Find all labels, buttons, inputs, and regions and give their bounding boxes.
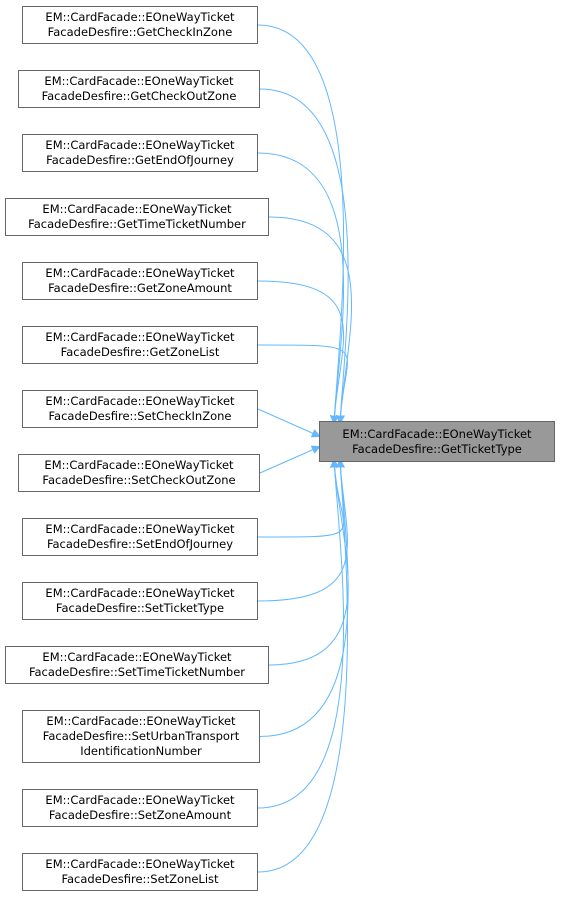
caller-label-line: FacadeDesfire::GetTimeTicketNumber xyxy=(28,217,246,231)
caller-label-line: FacadeDesfire::GetZoneList xyxy=(60,345,220,359)
caller-label-line: FacadeDesfire::SetEndOfJourney xyxy=(46,537,234,551)
call-edge-arrow xyxy=(268,216,352,425)
caller-label-line: EM::CardFacade::EOneWayTicket xyxy=(44,458,234,472)
call-edge-arrow xyxy=(257,24,345,425)
call-edge-arrow xyxy=(257,458,345,809)
target-node-get-ticket-type: EM::CardFacade::EOneWayTicket FacadeDesf… xyxy=(319,421,555,462)
caller-label-line: EM::CardFacade::EOneWayTicket xyxy=(45,586,235,600)
caller-label-line: EM::CardFacade::EOneWayTicket xyxy=(45,266,235,280)
caller-label-line: EM::CardFacade::EOneWayTicket xyxy=(45,138,235,152)
call-edge-arrow xyxy=(257,280,345,425)
call-edge-arrow xyxy=(257,408,321,438)
caller-label-line: EM::CardFacade::EOneWayTicket xyxy=(42,650,232,664)
caller-node-get-end-of-journey[interactable]: EM::CardFacade::EOneWayTicket FacadeDesf… xyxy=(22,134,258,172)
caller-label-line: FacadeDesfire::SetUrbanTransport xyxy=(42,729,240,743)
caller-label-line: FacadeDesfire::SetZoneAmount xyxy=(48,808,232,822)
call-edge-arrow xyxy=(259,88,349,425)
caller-label-line: EM::CardFacade::EOneWayTicket xyxy=(45,10,235,24)
caller-label-line: FacadeDesfire::GetZoneAmount xyxy=(48,281,232,295)
caller-label-line: EM::CardFacade::EOneWayTicket xyxy=(46,714,236,728)
caller-node-get-zone-list[interactable]: EM::CardFacade::EOneWayTicket FacadeDesf… xyxy=(22,326,258,364)
caller-label-line: EM::CardFacade::EOneWayTicket xyxy=(45,857,235,871)
caller-label-line: FacadeDesfire::GetCheckOutZone xyxy=(41,89,237,103)
caller-label-line: FacadeDesfire::SetZoneList xyxy=(61,872,219,886)
caller-node-set-time-ticket-number[interactable]: EM::CardFacade::EOneWayTicket FacadeDesf… xyxy=(5,646,269,684)
caller-label-line: EM::CardFacade::EOneWayTicket xyxy=(45,793,235,807)
call-edge-arrow xyxy=(259,445,321,474)
call-edge-arrow xyxy=(257,458,348,873)
call-edge-arrow xyxy=(259,458,349,737)
call-edge-arrow xyxy=(257,458,348,602)
caller-node-set-check-out-zone[interactable]: EM::CardFacade::EOneWayTicket FacadeDesf… xyxy=(18,454,260,492)
caller-node-set-zone-list[interactable]: EM::CardFacade::EOneWayTicket FacadeDesf… xyxy=(22,853,258,891)
caller-label-line: EM::CardFacade::EOneWayTicket xyxy=(42,202,232,216)
caller-node-set-zone-amount[interactable]: EM::CardFacade::EOneWayTicket FacadeDesf… xyxy=(22,789,258,827)
caller-label-line: FacadeDesfire::GetCheckInZone xyxy=(47,25,233,39)
caller-label-line: IdentificationNumber xyxy=(80,744,202,758)
caller-node-get-check-out-zone[interactable]: EM::CardFacade::EOneWayTicket FacadeDesf… xyxy=(18,70,260,108)
caller-label-line: EM::CardFacade::EOneWayTicket xyxy=(45,394,235,408)
call-edge-arrow xyxy=(257,344,348,425)
caller-node-set-check-in-zone[interactable]: EM::CardFacade::EOneWayTicket FacadeDesf… xyxy=(22,390,258,428)
caller-node-set-urban-transport-identification-number[interactable]: EM::CardFacade::EOneWayTicket FacadeDesf… xyxy=(22,710,260,763)
caller-label-line: EM::CardFacade::EOneWayTicket xyxy=(45,522,235,536)
target-label-line: FacadeDesfire::GetTicketType xyxy=(352,441,522,456)
call-edge-arrow xyxy=(257,458,345,538)
caller-label-line: EM::CardFacade::EOneWayTicket xyxy=(44,74,234,88)
caller-label-line: EM::CardFacade::EOneWayTicket xyxy=(45,330,235,344)
caller-label-line: FacadeDesfire::SetCheckOutZone xyxy=(42,473,236,487)
caller-label-line: FacadeDesfire::SetTicketType xyxy=(55,601,225,615)
caller-node-get-time-ticket-number[interactable]: EM::CardFacade::EOneWayTicket FacadeDesf… xyxy=(5,198,269,236)
call-edge-arrow xyxy=(257,152,345,425)
caller-label-line: FacadeDesfire::SetCheckInZone xyxy=(48,409,232,423)
caller-label-line: FacadeDesfire::GetEndOfJourney xyxy=(46,153,234,167)
caller-node-get-zone-amount[interactable]: EM::CardFacade::EOneWayTicket FacadeDesf… xyxy=(22,262,258,300)
caller-node-get-check-in-zone[interactable]: EM::CardFacade::EOneWayTicket FacadeDesf… xyxy=(22,6,258,44)
caller-label-line: FacadeDesfire::SetTimeTicketNumber xyxy=(28,665,246,679)
caller-node-set-end-of-journey[interactable]: EM::CardFacade::EOneWayTicket FacadeDesf… xyxy=(22,518,258,556)
target-label-line: EM::CardFacade::EOneWayTicket xyxy=(342,426,532,441)
caller-node-set-ticket-type[interactable]: EM::CardFacade::EOneWayTicket FacadeDesf… xyxy=(22,582,258,620)
